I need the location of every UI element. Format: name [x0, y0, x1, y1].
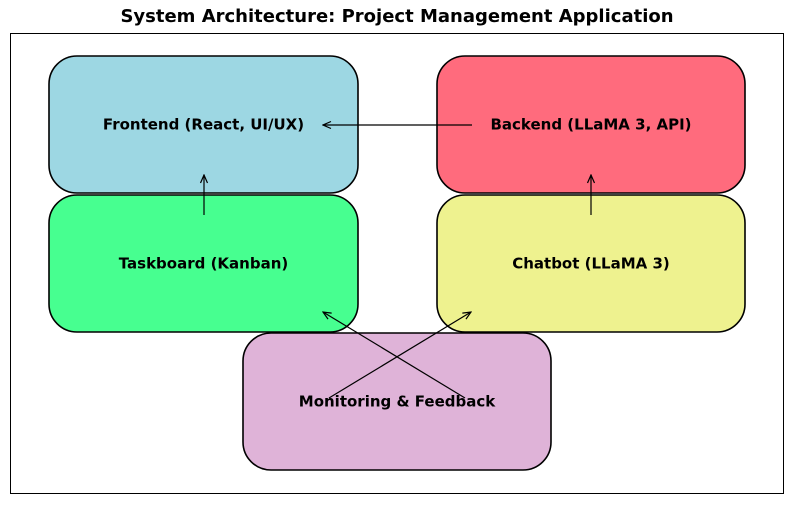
diagram-title: System Architecture: Project Management …: [120, 6, 674, 27]
node-monitoring-box: [242, 332, 552, 471]
edge-monitoring-to-taskboard: [323, 312, 466, 399]
node-frontend-label: Frontend (React, UI/UX): [103, 116, 304, 134]
node-taskboard-label: Taskboard (Kanban): [119, 255, 289, 273]
node-backend-label: Backend (LLaMA 3, API): [490, 116, 691, 134]
edge-monitoring-to-chatbot: [328, 312, 471, 399]
diagram-frame: [10, 33, 784, 494]
node-chatbot-label: Chatbot (LLaMA 3): [512, 255, 670, 273]
node-monitoring-label: Monitoring & Feedback: [299, 393, 496, 411]
